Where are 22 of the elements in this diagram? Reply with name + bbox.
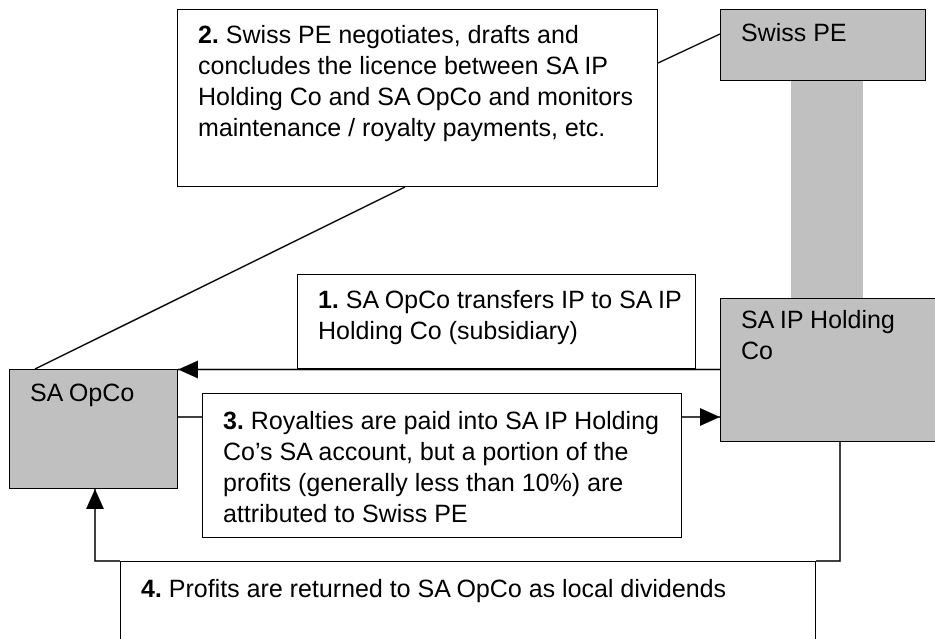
entity-name: SA OpCo <box>30 378 136 409</box>
note-text: 1. SA OpCo transfers IP to SA IP Holding Co (subsidiary) <box>318 285 682 347</box>
entity-box <box>720 298 935 442</box>
entity-name: SA IP Holding Co <box>741 305 896 367</box>
connector-line <box>34 186 406 370</box>
entity-box <box>720 9 926 81</box>
connector-band <box>791 81 863 298</box>
note-box <box>120 561 816 639</box>
entity-box <box>9 369 178 489</box>
note-box <box>202 393 682 538</box>
note-text: 2. Swiss PE negotiates, drafts and concludes the licence between SA IP Holding Co and SA OpCo and monitors maintenance / royalty payments, etc. <box>198 20 633 144</box>
note-box <box>177 9 658 187</box>
note-box <box>297 274 696 369</box>
arrow <box>86 489 120 562</box>
entity-name: Swiss PE <box>741 18 848 49</box>
connector-line <box>658 33 720 64</box>
note-text: 4. Profits are returned to SA OpCo as local dividends <box>141 574 728 605</box>
note-text: 3. Royalties are paid into SA IP Holding Co’s SA account, but a portion of the profits (generally less than 10%) are attributed to Swiss PE <box>223 406 660 530</box>
connector-line <box>816 442 841 562</box>
arrow <box>682 408 720 426</box>
connector-line <box>178 416 202 418</box>
arrow <box>178 360 720 378</box>
